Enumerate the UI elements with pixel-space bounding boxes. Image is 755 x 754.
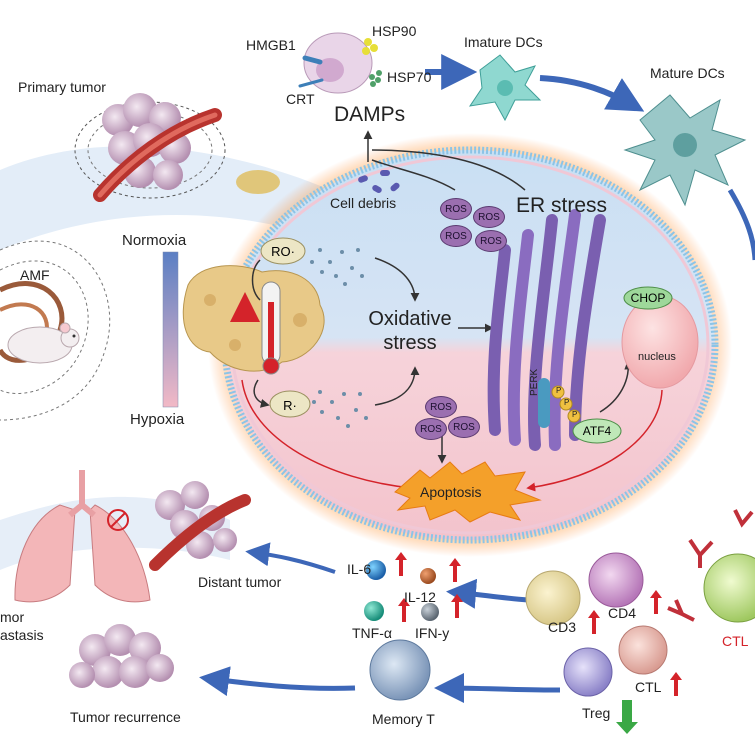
phosphate-label: P xyxy=(564,398,570,407)
ros-pill: ROS xyxy=(475,230,507,252)
r-radical-label: R· xyxy=(283,397,297,413)
distant-tumor-illustration xyxy=(149,481,251,571)
nucleus-label: nucleus xyxy=(638,351,676,363)
ros-pill: ROS xyxy=(425,396,457,418)
apoptosis-burst xyxy=(394,461,542,523)
il12-sphere xyxy=(420,568,436,584)
r-radical-badge xyxy=(269,390,311,418)
thermometer-icon xyxy=(261,281,281,375)
amf-label: AMF xyxy=(20,267,50,283)
pathway-arrow xyxy=(374,366,420,406)
immature-dc-cell xyxy=(468,54,542,122)
treg-label: Treg xyxy=(582,705,611,721)
il12-label: IL-12 xyxy=(404,589,436,605)
distant-tumor-label: Distant tumor xyxy=(198,574,282,590)
cd4-label: CD4 xyxy=(608,605,637,621)
endoplasmic-reticulum xyxy=(487,209,606,451)
flow-arrow xyxy=(727,188,755,261)
pathway-arrow xyxy=(253,379,270,408)
er-stress-label: ER stress xyxy=(516,194,608,217)
phosphate-bead xyxy=(567,409,581,423)
ros-pill: ROS xyxy=(440,198,472,220)
phosphate-label: P xyxy=(556,386,562,395)
ros-pill: ROS xyxy=(415,418,447,440)
treg-cell xyxy=(563,647,613,697)
atf4-badge xyxy=(572,418,622,444)
prohibition-icon xyxy=(107,509,129,531)
mature-dcs-label: Mature DCs xyxy=(650,65,725,81)
cd4-cell xyxy=(588,552,644,608)
phosphate-bead xyxy=(551,385,565,399)
ros-pill: ROS xyxy=(473,206,505,228)
ros-pill: ROS xyxy=(440,225,472,247)
up-arrow-markers xyxy=(395,552,682,696)
flow-arrow xyxy=(199,666,356,697)
immature-dcs-label: Imature DCs xyxy=(464,34,543,50)
nucleus xyxy=(621,295,699,389)
cell-debris-label: Cell debris xyxy=(330,195,397,211)
antibody-icon xyxy=(667,509,754,622)
radical-particles xyxy=(310,248,368,428)
ro-radical-badge xyxy=(260,237,306,265)
cd3-label: CD3 xyxy=(548,619,577,635)
crt-label: CRT xyxy=(286,91,315,107)
down-arrow-marker xyxy=(616,700,638,734)
hsp70-label: HSP70 xyxy=(387,69,432,85)
il6-label: IL-6 xyxy=(347,561,372,577)
oxygen-gradient-bar xyxy=(162,251,179,408)
tumor-recurrence-label: Tumor recurrence xyxy=(70,709,181,725)
cd3-cell xyxy=(525,570,581,626)
damps-cell-illustration xyxy=(298,32,382,94)
ctl-attacking-cell xyxy=(703,553,755,623)
chop-label: CHOP xyxy=(630,291,666,305)
cell-debris-illustration xyxy=(358,170,400,193)
memory-t-label: Memory T xyxy=(372,711,435,727)
ifny-sphere xyxy=(421,603,439,621)
ctl-attack-label: CTL xyxy=(722,633,749,649)
apoptosis-arrow xyxy=(526,389,663,492)
atf4-label: ATF4 xyxy=(582,424,612,438)
tumor-metastasis-label: mor astasis xyxy=(0,609,44,643)
flow-arrow xyxy=(539,75,645,112)
chop-badge xyxy=(623,286,673,310)
phosphate-bead xyxy=(559,397,573,411)
memory-t-cell xyxy=(369,639,431,701)
il6-sphere xyxy=(366,560,386,580)
pathway-arrow xyxy=(371,149,526,191)
pathway-arrow xyxy=(374,257,420,302)
lungs-icon xyxy=(14,470,151,603)
normoxia-label: Normoxia xyxy=(122,232,187,249)
phosphate-label: P xyxy=(572,410,578,419)
apoptosis-arrow xyxy=(241,379,414,492)
flow-arrow xyxy=(434,673,561,704)
primary-tumor-illustration xyxy=(74,93,280,202)
ctl-label: CTL xyxy=(635,679,662,695)
hmgb1-label: HMGB1 xyxy=(246,37,296,53)
ro-radical-label: RO· xyxy=(271,243,295,259)
oxidative-stress-label: Oxidative stress xyxy=(368,308,452,354)
pathway-arrow xyxy=(371,159,456,191)
ifny-label: IFN-y xyxy=(415,625,450,641)
hsp90-label: HSP90 xyxy=(372,23,417,39)
mature-dc-cell xyxy=(623,94,747,207)
damps-label: DAMPs xyxy=(334,103,406,126)
tnfa-sphere xyxy=(364,601,384,621)
primary-tumor-label: Primary tumor xyxy=(18,79,106,95)
hypoxia-label: Hypoxia xyxy=(130,411,185,428)
apoptosis-label: Apoptosis xyxy=(420,484,482,500)
perk-label: PERK xyxy=(529,368,540,396)
pathway-arrow xyxy=(251,259,261,301)
ros-pill: ROS xyxy=(448,416,480,438)
nanoparticle-cluster xyxy=(182,265,325,372)
tumor-recurrence-illustration xyxy=(69,624,174,688)
ctl-cell xyxy=(618,625,668,675)
perk-receptor xyxy=(538,378,550,428)
flow-arrow xyxy=(446,578,529,609)
flow-arrow xyxy=(245,542,336,574)
tnfa-label: TNF-α xyxy=(352,625,392,641)
mouse-icon xyxy=(7,322,80,364)
